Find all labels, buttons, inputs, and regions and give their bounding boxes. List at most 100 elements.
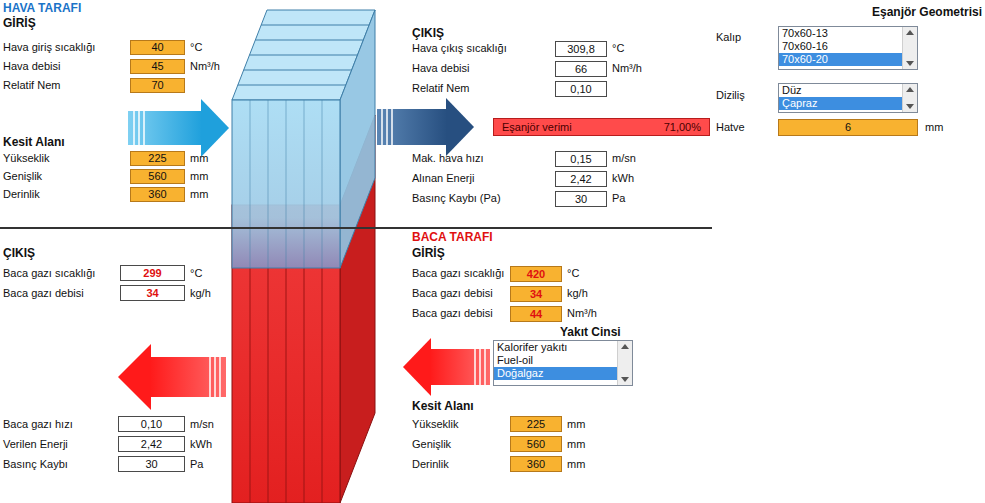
drawing-stroke — [214, 357, 216, 397]
field-label: Alınan Enerji — [412, 172, 474, 185]
cell-value: 30 — [145, 458, 157, 471]
scroll-down-arrow — [906, 61, 914, 66]
scrollbar — [902, 27, 917, 69]
efficiency-label: Eşanjör verimi — [502, 121, 572, 133]
input-cell: 45 — [130, 59, 185, 74]
drawing-stroke — [268, 268, 269, 503]
input-cell: 225 — [130, 151, 185, 166]
list-option: Doğalgaz — [494, 367, 617, 380]
cell-value: 360 — [527, 458, 545, 471]
cell-value: 0,10 — [141, 418, 162, 431]
output-cell: 299 — [120, 265, 185, 281]
group-heading: ÇIKIŞ — [412, 27, 444, 40]
drawing-stroke — [255, 40, 363, 41]
drawing-stroke — [484, 349, 486, 385]
field-label: m/sn — [612, 152, 636, 165]
cell-value: 70 — [151, 79, 163, 92]
field-label: Yükseklik — [412, 418, 458, 431]
input-cell: 44 — [510, 306, 562, 322]
field-label: mm — [190, 170, 208, 183]
output-cell: 309,8 — [555, 41, 607, 57]
output-cell: 0,15 — [555, 151, 607, 167]
drawing-stroke — [133, 111, 135, 145]
drawing-stroke — [232, 100, 340, 268]
efficiency-value: 71,00% — [664, 121, 701, 133]
drawing-stroke — [474, 349, 476, 385]
field-label: °C — [612, 42, 624, 55]
output-cell: 0,10 — [118, 416, 185, 432]
field-label: Baca gazı sıcaklığı — [412, 267, 504, 280]
field-label: mm — [925, 121, 943, 134]
scroll-up-arrow — [621, 344, 629, 349]
drawing-stroke — [403, 338, 431, 396]
field-label: Relatif Nem — [412, 82, 469, 95]
cell-value: 309,8 — [567, 43, 595, 56]
drawing-stroke — [250, 268, 322, 503]
field-label: Nm³/h — [190, 60, 220, 73]
cell-value: 44 — [530, 308, 542, 321]
drawing-stroke — [201, 99, 229, 157]
drawing-stroke — [134, 111, 144, 145]
flue-inlet-arrow — [403, 338, 490, 396]
drawing-stroke — [381, 109, 383, 145]
drawing-stroke — [304, 100, 305, 268]
cell-value: 34 — [530, 288, 542, 301]
scroll-up-arrow — [906, 87, 914, 92]
cell-value: 6 — [845, 121, 851, 134]
field-label: Baca gazı debisi — [412, 287, 493, 300]
input-cell: 560 — [510, 436, 562, 452]
drawing-stroke — [377, 109, 447, 145]
input-cell: 420 — [510, 266, 562, 282]
field-label: Diziliş — [716, 89, 745, 102]
cell-value: 2,42 — [570, 173, 591, 186]
drawing-stroke — [238, 85, 346, 86]
scrollbar — [902, 84, 917, 112]
drawing-stroke — [268, 100, 269, 268]
input-cell: 360 — [510, 456, 562, 472]
field-label: Pa — [190, 458, 203, 471]
drawing-stroke — [286, 100, 287, 268]
input-cell: 40 — [130, 40, 185, 55]
field-label: Mak. hava hızı — [412, 152, 484, 165]
drawing-stroke — [150, 357, 226, 397]
cell-value: 66 — [575, 63, 587, 76]
scroll-up-arrow — [906, 30, 914, 35]
field-label: Baca gazı debisi — [3, 287, 84, 300]
output-cell: 2,42 — [555, 171, 607, 187]
cell-value: 225 — [148, 152, 166, 165]
field-label: Hava debisi — [3, 60, 60, 73]
input-cell: 225 — [510, 416, 562, 432]
field-label: Derinlik — [412, 458, 449, 471]
field-label: Nm³/h — [612, 62, 642, 75]
drawing-stroke — [219, 357, 221, 397]
drawing-stroke — [238, 25, 369, 268]
listbox: Kalorifer yakıtıFuel-oilDoğalgaz — [493, 340, 633, 386]
list-option: Düz — [779, 84, 902, 97]
field-label: kWh — [612, 172, 634, 185]
field-label: Baca gazı debisi — [412, 307, 493, 320]
field-label: Baca gazı hızı — [3, 418, 73, 431]
field-label: Relatif Nem — [3, 79, 60, 92]
drawing-stroke — [446, 98, 474, 156]
drawing-stroke — [430, 349, 490, 385]
cell-value: 560 — [527, 438, 545, 451]
output-cell: 0,10 — [555, 81, 607, 97]
section-title: BACA TARAFI — [412, 231, 493, 244]
output-cell: 34 — [120, 285, 185, 301]
field-label: °C — [567, 267, 579, 280]
field-label: Hava çıkış sıcaklığı — [412, 42, 507, 55]
drawing-stroke — [250, 268, 251, 503]
listbox: 70x60-1370x60-1670x60-20 — [778, 26, 918, 70]
drawing-stroke — [250, 100, 251, 268]
group-heading: Yakıt Cinsi — [560, 326, 621, 339]
cell-value: 0,10 — [570, 83, 591, 96]
drawing-stroke — [118, 344, 151, 410]
field-label: Basınç Kaybı (Pa) — [412, 192, 501, 205]
field-label: mm — [190, 188, 208, 201]
field-label: Nm³/h — [567, 307, 597, 320]
group-heading: GİRİŞ — [412, 247, 445, 260]
section-title: HAVA TARAFI — [3, 2, 81, 15]
field-label: Yükseklik — [3, 152, 49, 165]
field-label: Hatve — [716, 121, 745, 134]
drawing-stroke — [322, 100, 323, 268]
